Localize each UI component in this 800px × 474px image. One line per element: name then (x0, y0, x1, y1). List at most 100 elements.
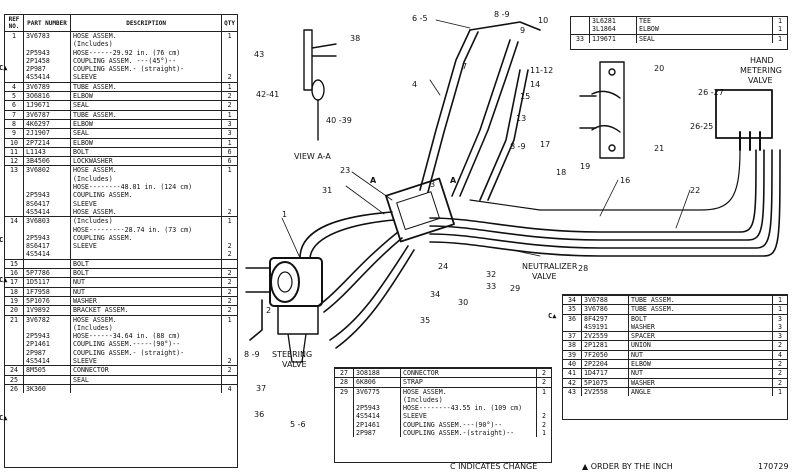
cell-pn: 6K806 (353, 377, 401, 388)
cell-desc: (Includes) (70, 40, 223, 49)
cell-ref (5, 332, 24, 341)
cell-ref: 28 (335, 377, 354, 388)
cell-qty: 2 (227, 242, 232, 251)
cell-ref: 13 (5, 165, 24, 175)
cell-qty: 1 (772, 386, 787, 397)
cell-pn: 5P7786 (23, 267, 71, 278)
cell-qty: 2 (772, 377, 787, 388)
cell-ref (335, 404, 354, 413)
cell-ref: 15 (5, 258, 24, 269)
steering-valve (245, 257, 323, 363)
table-row: (Includes) (5, 174, 237, 184)
cell-desc: BOLT (70, 146, 223, 157)
cell-pn: 1F7958 (23, 286, 71, 297)
cell-qty: 1 (221, 137, 237, 148)
cell-desc: (Includes) (400, 395, 537, 405)
cell-ref (5, 191, 24, 200)
cell-ref: 43 (563, 386, 582, 397)
cell-desc: SLEEVE (70, 73, 223, 83)
cell-ref (5, 323, 24, 333)
cell-pn: 3O8188 (353, 367, 401, 378)
cell-desc: WASHER (628, 377, 773, 388)
cell-pn: 2V2559 (581, 331, 629, 341)
callout-23: 23 (340, 166, 351, 175)
cell-ref (571, 25, 590, 35)
cell-pn (23, 174, 71, 184)
cell-qty (221, 374, 237, 385)
cell-desc: (Includes) (70, 174, 223, 184)
cell-desc: HOSE---------28.74 in. (73 cm) (70, 225, 223, 234)
cell-desc: SLEEVE (70, 242, 223, 251)
cell-qty (222, 349, 237, 357)
cell-qty: 1 (772, 294, 787, 305)
cell-qty: 2 (221, 277, 237, 288)
cell-pn: 3L6281 (589, 17, 637, 26)
change-flag: C▲ (0, 414, 8, 422)
cell-qty: 1 (221, 216, 237, 226)
cell-desc: COUPLING ASSEM.-----(90°)-- (70, 340, 223, 349)
cell-qty: 1 (221, 165, 237, 175)
cell-desc: ELBOW (70, 91, 223, 101)
cell-qty: 2 (221, 305, 237, 315)
cell-desc: ELBOW (70, 137, 223, 148)
cell-pn: 1D4717 (581, 368, 629, 379)
section-arrow-a: A (370, 176, 377, 185)
cell-desc: COUPLING ASSEM.-(straight)-- (400, 429, 537, 438)
cell-qty (222, 183, 237, 191)
cell-ref: 18 (5, 286, 24, 297)
table-row: (Includes) (5, 323, 237, 333)
callout-7: 7 (462, 62, 468, 71)
cell-pn: L1143 (23, 146, 71, 157)
cell-ref (5, 48, 24, 57)
hand-metering-label: HAND (750, 56, 774, 65)
callout-22: 22 (690, 186, 701, 195)
callout-8-9: 8 -9 (510, 142, 526, 151)
change-flag: C▲ (0, 64, 8, 72)
cell-pn (23, 183, 71, 192)
cell-pn: 2P1458 (23, 56, 71, 66)
cell-desc: BRACKET ASSEM. (70, 305, 223, 315)
cell-desc (70, 383, 223, 394)
cell-desc: NUT (70, 286, 223, 297)
cell-pn: 2P1461 (23, 340, 71, 349)
cell-desc: NUT (628, 368, 773, 379)
section-arrow-a: A (450, 176, 457, 185)
callout-34: 34 (430, 290, 441, 299)
cell-qty (222, 340, 237, 348)
figure-number: 170729 (758, 462, 789, 471)
cell-qty (222, 49, 237, 57)
hand-metering-label: VALVE (748, 76, 773, 85)
cell-ref: 5 (5, 91, 24, 101)
callout-4: 4 (412, 80, 418, 89)
cell-qty: 2 (536, 377, 551, 388)
cell-qty: 2 (221, 295, 237, 306)
cell-desc: COUPLING ASSEM. (70, 233, 223, 243)
cell-ref (571, 17, 590, 26)
cell-desc: TUBE ASSEM. (70, 109, 223, 120)
cell-pn: 3V6789 (23, 81, 71, 92)
cell-desc: HOSE--------43.55 in. (109 cm) (400, 404, 537, 413)
cell-desc: COUPLING ASSEM.- (straight)- (70, 65, 223, 74)
cell-desc: UNION (628, 340, 773, 351)
cell-ref (5, 199, 24, 208)
header-qty: QTY (221, 15, 237, 32)
cell-pn (23, 225, 71, 234)
cell-desc: SEAL (70, 128, 223, 139)
cell-pn: 4K6297 (23, 118, 71, 129)
cell-ref (335, 420, 354, 430)
cell-pn (23, 323, 71, 333)
